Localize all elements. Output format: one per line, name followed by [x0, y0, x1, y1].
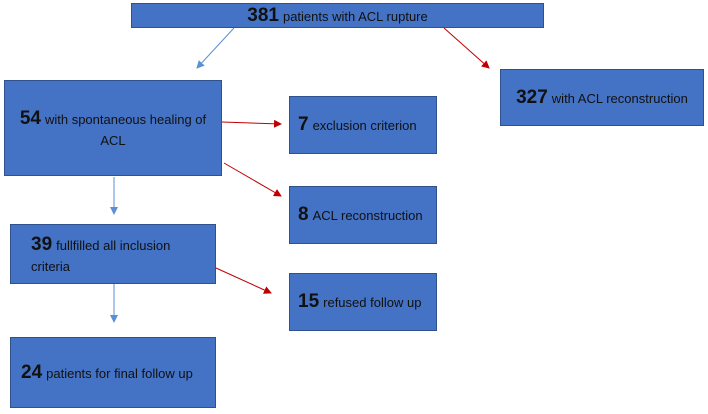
node-refused-label: refused follow up — [323, 295, 422, 311]
node-acl-recon-count: 8 — [298, 204, 309, 226]
arrow-total-to-reconstruction — [443, 27, 490, 69]
node-spontaneous-count: 54 — [19, 107, 41, 129]
node-total-label: patients with ACL rupture — [282, 8, 428, 24]
node-refused-count: 15 — [298, 291, 320, 313]
node-reconstruction-label: with ACL reconstruction — [551, 90, 688, 106]
arrow-spontaneous-to-acl-reconstruction — [223, 162, 282, 197]
node-total-count: 381 — [247, 4, 279, 26]
arrow-spontaneous-to-exclusion — [221, 119, 282, 128]
arrow-inclusion-to-refused — [215, 267, 272, 294]
node-exclusion-label: exclusion criterion — [312, 118, 417, 134]
node-reconstruction-count: 327 — [516, 86, 548, 108]
node-final-label: patients for final follow up — [46, 365, 193, 381]
node-inclusion-label: fullfilled all inclusion criteria — [31, 237, 171, 275]
node-spontaneous-label: with spontaneous healing of ACL — [44, 111, 207, 149]
arrow-total-to-spontaneous — [196, 27, 235, 69]
node-inclusion-count: 39 — [31, 233, 53, 255]
node-exclusion-count: 7 — [298, 114, 309, 136]
node-final-count: 24 — [21, 361, 43, 383]
node-acl-recon-label: ACL reconstruction — [312, 208, 423, 224]
